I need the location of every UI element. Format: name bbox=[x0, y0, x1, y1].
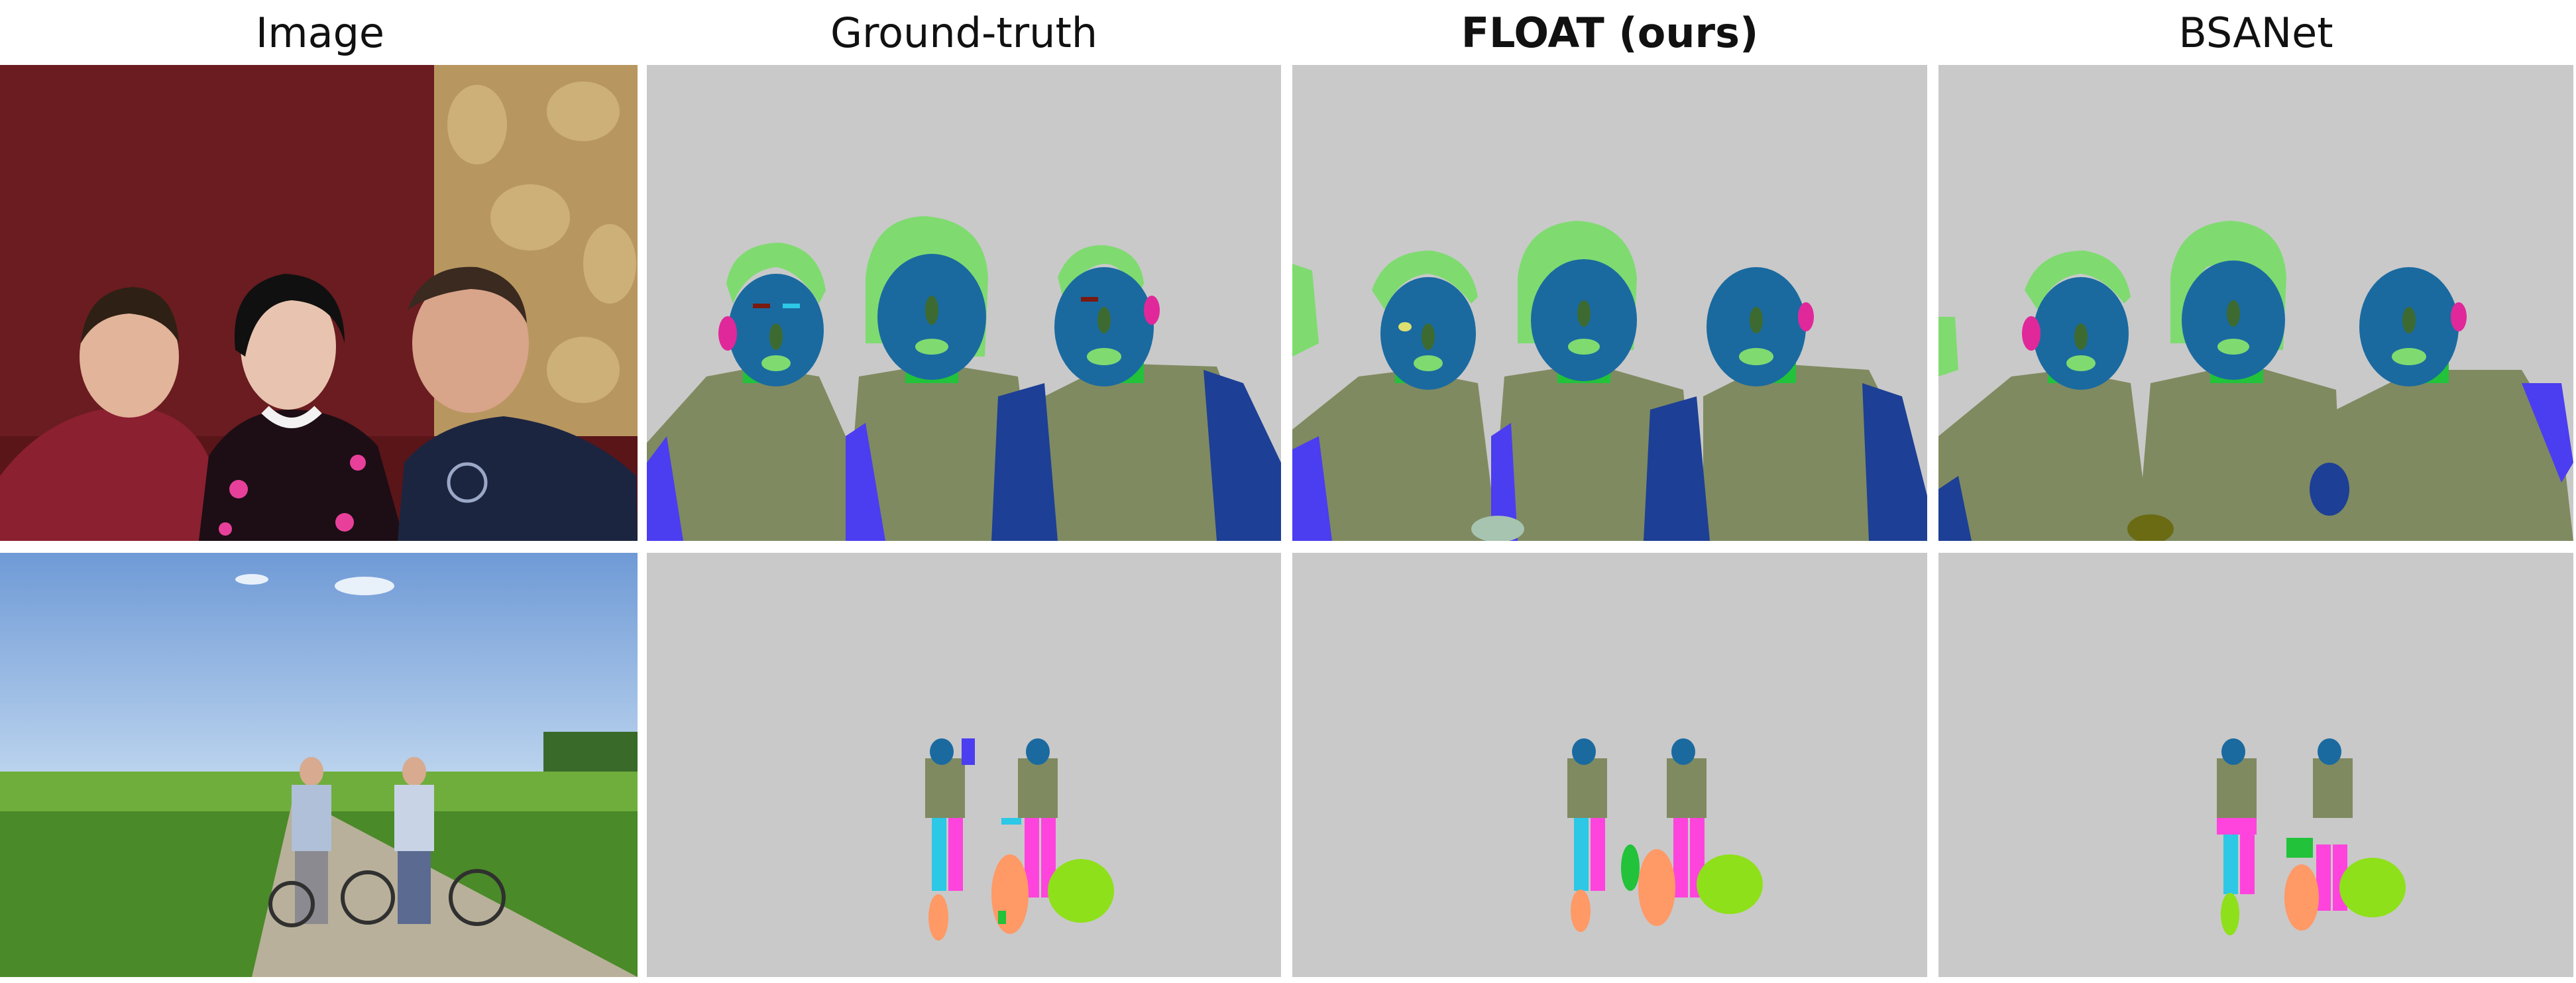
row2-ground-truth-mask bbox=[647, 553, 1281, 977]
row1-bsanet-mask bbox=[1938, 65, 2573, 541]
row2-float-mask bbox=[1292, 553, 1927, 977]
column-header-ground-truth: Ground-truth bbox=[830, 8, 1098, 57]
row1-input-photo bbox=[0, 65, 638, 541]
column-header-float-ours: FLOAT (ours) bbox=[1461, 8, 1759, 57]
column-header-image: Image bbox=[255, 8, 385, 57]
row2-bsanet-mask bbox=[1938, 553, 2573, 977]
row2-input-photo bbox=[0, 553, 638, 977]
row1-ground-truth-mask bbox=[647, 65, 1281, 541]
column-header-bsanet: BSANet bbox=[2178, 8, 2333, 57]
row1-float-mask bbox=[1292, 65, 1927, 541]
